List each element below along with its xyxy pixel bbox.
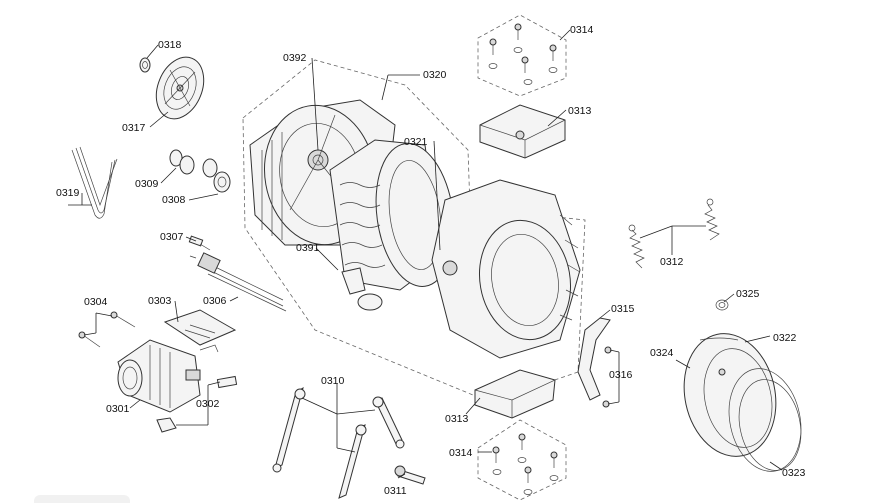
bottom-edge-tab <box>34 495 130 503</box>
label-0307: 0307 <box>160 231 184 243</box>
counterweight-top-part <box>479 104 566 159</box>
label-0315: 0315 <box>611 303 635 315</box>
label-0314-top: 0314 <box>570 24 594 36</box>
label-0301: 0301 <box>106 403 130 415</box>
label-0319: 0319 <box>56 187 80 199</box>
heater-part <box>189 252 287 312</box>
spring-parts <box>628 198 720 269</box>
shock-absorber-parts <box>272 386 426 499</box>
label-0391: 0391 <box>296 242 320 254</box>
label-0321: 0321 <box>404 136 428 148</box>
label-0324: 0324 <box>650 347 674 359</box>
label-0303: 0303 <box>148 295 172 307</box>
counterweight-bottom-part <box>474 369 556 419</box>
label-0320: 0320 <box>423 69 447 81</box>
label-0309: 0309 <box>135 178 159 190</box>
top-screws-outline <box>477 14 567 97</box>
label-0313-bottom: 0313 <box>445 413 469 425</box>
screws-bottom-part <box>492 433 559 495</box>
part-labels: 0318 0317 0319 0309 0308 0307 0304 0303 … <box>56 24 806 497</box>
label-0313-top: 0313 <box>568 105 592 117</box>
label-0306: 0306 <box>203 295 227 307</box>
drum-assembly-outline <box>242 59 586 403</box>
clip-part <box>341 267 383 311</box>
label-0304: 0304 <box>84 296 108 308</box>
front-tub-part <box>431 179 581 359</box>
label-0318: 0318 <box>158 39 182 51</box>
clamp-0325-part <box>715 299 729 311</box>
label-0316: 0316 <box>609 369 633 381</box>
leader-lines <box>68 29 783 479</box>
motor-screws-part <box>78 311 136 348</box>
bracket-part <box>577 317 612 408</box>
label-0323: 0323 <box>782 467 806 479</box>
label-0312: 0312 <box>660 256 684 268</box>
pulley-part <box>155 56 205 120</box>
bottom-screws-outline <box>477 419 567 501</box>
bolt-0307-part <box>188 235 211 251</box>
label-0302: 0302 <box>196 398 220 410</box>
plate-part <box>163 309 237 346</box>
connector-part <box>156 375 238 433</box>
motor-part <box>117 339 219 413</box>
label-0392: 0392 <box>283 52 307 64</box>
nut-part <box>139 57 151 73</box>
belt-part <box>71 146 118 219</box>
screws-top-part <box>488 23 558 85</box>
label-0311: 0311 <box>384 485 407 497</box>
label-0308: 0308 <box>162 194 186 206</box>
label-0325: 0325 <box>736 288 760 300</box>
door-bellows-part <box>683 333 802 472</box>
label-0322: 0322 <box>773 332 797 344</box>
label-0317: 0317 <box>122 122 146 134</box>
label-0314-bottom: 0314 <box>449 447 473 459</box>
label-0310: 0310 <box>321 375 345 387</box>
bearing-parts <box>169 149 231 193</box>
